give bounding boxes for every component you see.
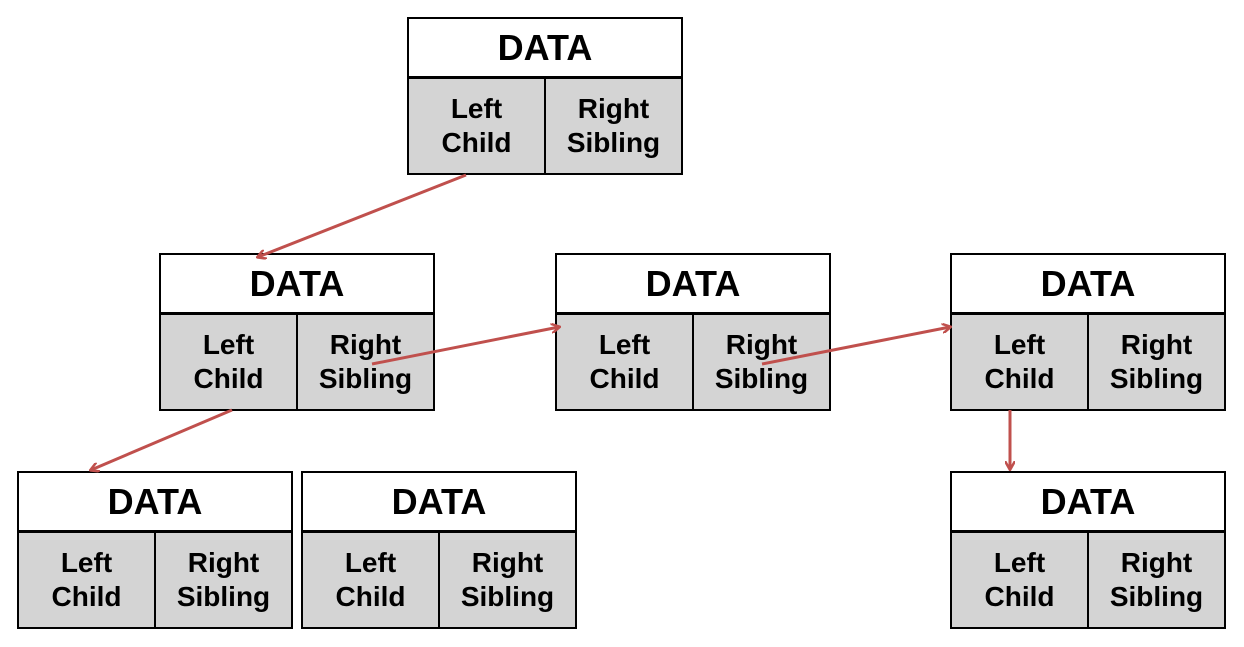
right-sibling-field: Right Sibling: [154, 533, 291, 627]
node-level2-c: DATA Left Child Right Sibling: [950, 471, 1226, 629]
data-field: DATA: [161, 255, 433, 315]
data-field: DATA: [952, 255, 1224, 315]
left-child-field: Left Child: [984, 547, 1055, 612]
left-child-field: Left Child: [51, 547, 122, 612]
node-level2-a: DATA Left Child Right Sibling: [17, 471, 293, 629]
node-level1-a: DATA Left Child Right Sibling: [159, 253, 435, 411]
node-level1-c: DATA Left Child Right Sibling: [950, 253, 1226, 411]
right-sibling-field: Right Sibling: [1087, 315, 1224, 409]
right-sibling-field: Right Sibling: [296, 315, 433, 409]
left-child-field: Left Child: [193, 329, 264, 394]
right-sibling-field: Right Sibling: [692, 315, 829, 409]
left-child-field: Left Child: [589, 329, 660, 394]
data-field: DATA: [557, 255, 829, 315]
right-sibling-field: Right Sibling: [544, 79, 681, 173]
node-level2-b: DATA Left Child Right Sibling: [301, 471, 577, 629]
right-sibling-field: Right Sibling: [438, 533, 575, 627]
data-field: DATA: [952, 473, 1224, 533]
right-sibling-field: Right Sibling: [1087, 533, 1224, 627]
data-field: DATA: [19, 473, 291, 533]
data-field: DATA: [303, 473, 575, 533]
arrow-root-left-child: [258, 173, 467, 257]
left-child-field: Left Child: [335, 547, 406, 612]
data-field: DATA: [409, 19, 681, 79]
node-root: DATA Left Child Right Sibling: [407, 17, 683, 175]
left-child-field: Left Child: [441, 93, 512, 158]
arrow-level1-a-left-child: [91, 408, 233, 470]
left-child-field: Left Child: [984, 329, 1055, 394]
node-level1-b: DATA Left Child Right Sibling: [555, 253, 831, 411]
